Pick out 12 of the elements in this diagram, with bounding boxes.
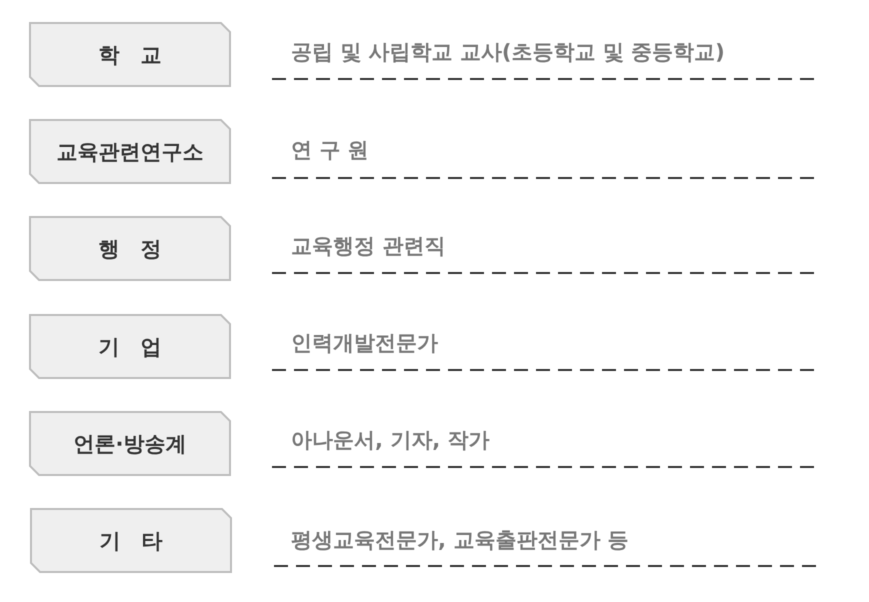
description-text: 아나운서, 기자, 작가 <box>291 427 490 453</box>
category-box: 기 업 <box>29 314 231 379</box>
category-box: 언론·방송계 <box>29 411 231 476</box>
description-text: 평생교육전문가, 교육출판전문가 등 <box>291 527 629 553</box>
description-text: 공립 및 사립학교 교사(초등학교 및 중등학교) <box>291 39 725 65</box>
category-box: 행 정 <box>29 216 231 281</box>
description-text: 인력개발전문가 <box>291 330 438 356</box>
category-box: 기 타 <box>30 508 232 573</box>
description-text: 연 구 원 <box>291 137 369 163</box>
category-box: 교육관련연구소 <box>29 119 231 184</box>
description-text: 교육행정 관련직 <box>291 233 446 259</box>
category-box: 학 교 <box>29 22 231 87</box>
